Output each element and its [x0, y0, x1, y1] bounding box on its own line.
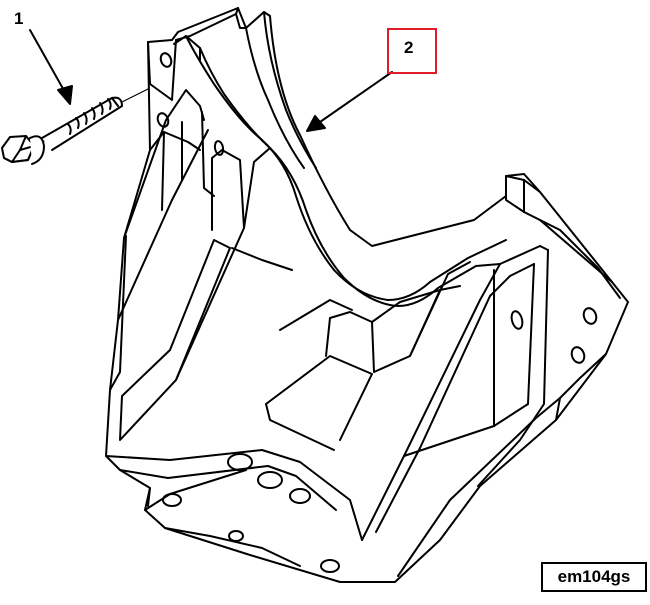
bracket	[105, 7, 629, 583]
callout-1-leader	[29, 29, 73, 105]
callout-1-label: 1	[14, 9, 24, 28]
figure-id-label: em104gs	[541, 562, 647, 592]
callout-2-highlight-box	[387, 28, 437, 74]
callout-2-label: 2	[404, 38, 414, 57]
bolt	[1, 83, 159, 165]
callout-2-leader	[306, 71, 393, 132]
